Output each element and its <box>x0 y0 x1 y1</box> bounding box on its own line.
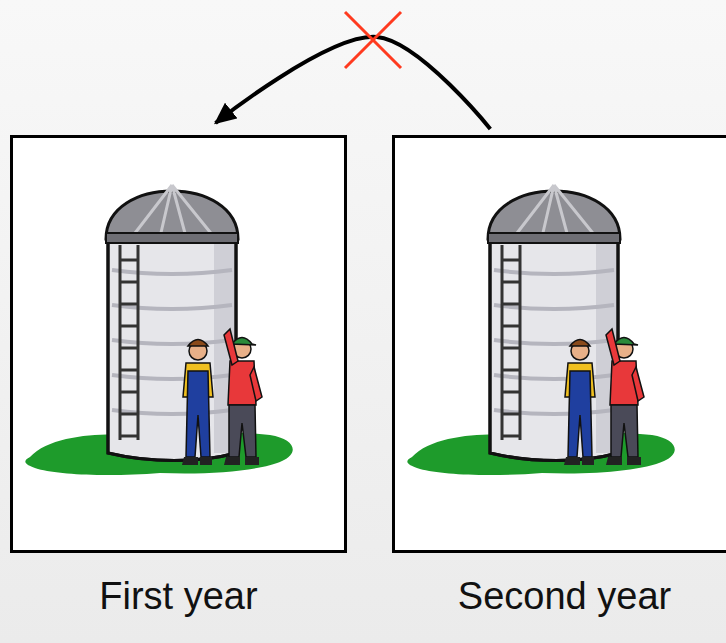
cross-stroke <box>345 12 401 68</box>
cross-stroke <box>345 12 401 68</box>
panel-caption: First year <box>10 575 347 618</box>
silo-illustration <box>25 185 292 475</box>
cross-mark <box>345 12 401 68</box>
picture-frame <box>392 135 726 553</box>
picture-frame <box>10 135 347 553</box>
panel-caption: Second year <box>392 575 726 618</box>
year-panel: Second year <box>392 135 726 635</box>
silo-illustration <box>407 185 674 475</box>
curved-arrow <box>216 37 491 129</box>
year-panel: First year <box>10 135 347 635</box>
